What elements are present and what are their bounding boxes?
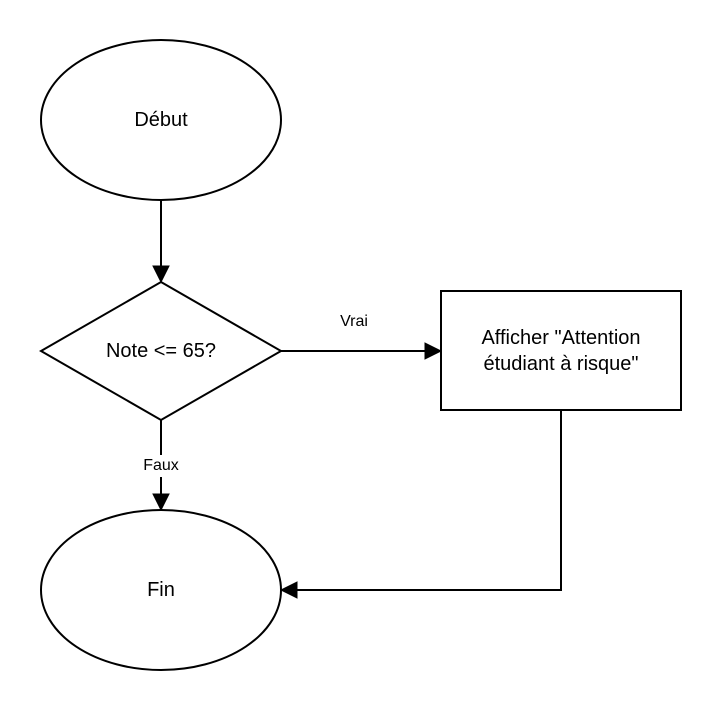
process-node-label: Afficher "Attention étudiant à risque" (446, 311, 676, 391)
end-node (40, 509, 282, 671)
process-node (440, 290, 682, 411)
process-label-line1: Afficher "Attention (481, 327, 641, 349)
arrowhead-process-to-end (279, 581, 298, 599)
arrowhead-start-to-decision (152, 265, 170, 284)
arrowhead-decision-to-process (424, 342, 443, 360)
edge-label-vrai: Vrai (334, 311, 374, 333)
start-node-label: Début (61, 100, 261, 140)
end-label-text: Fin (147, 579, 175, 601)
start-label-text: Début (134, 109, 188, 131)
arrowhead-decision-to-end (152, 493, 170, 512)
edge-label-vrai-text: Vrai (340, 312, 368, 330)
edge-label-faux: Faux (133, 455, 189, 477)
process-label-line2: étudiant à risque" (483, 353, 639, 375)
decision-node-label: Note <= 65? (71, 331, 251, 371)
edge-process-to-end (295, 410, 562, 591)
decision-label-text: Note <= 65? (105, 340, 217, 362)
end-node-label: Fin (61, 570, 261, 610)
edge-label-faux-text: Faux (143, 456, 179, 474)
